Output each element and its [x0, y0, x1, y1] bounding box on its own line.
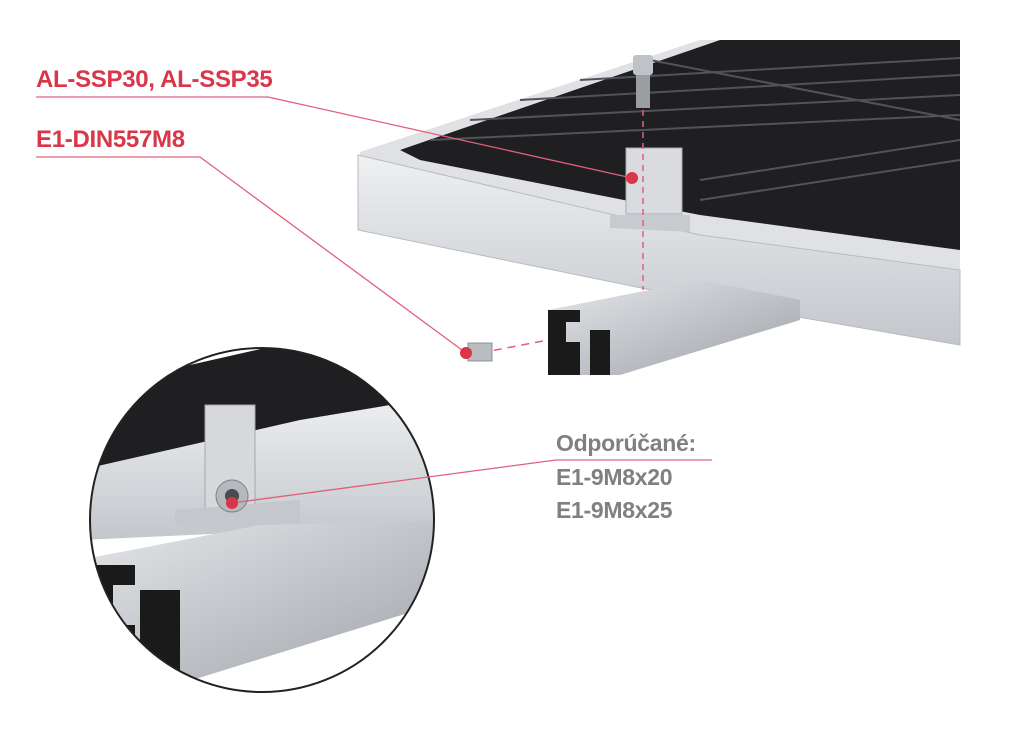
recommended-title: Odporúčané:	[556, 430, 696, 456]
clamp-label: AL-SSP30, AL-SSP35	[36, 66, 273, 93]
mounting-rail	[548, 280, 800, 375]
nut-label: E1-DIN557M8	[36, 126, 185, 153]
detail-inset	[90, 348, 434, 692]
nut-marker	[460, 347, 472, 359]
leader-lines	[36, 96, 712, 504]
clamp-marker	[626, 172, 638, 184]
recommended-item: E1-9M8x20	[556, 464, 673, 490]
bolt-marker	[226, 497, 238, 509]
recommended-item: E1-9M8x25	[556, 497, 673, 523]
